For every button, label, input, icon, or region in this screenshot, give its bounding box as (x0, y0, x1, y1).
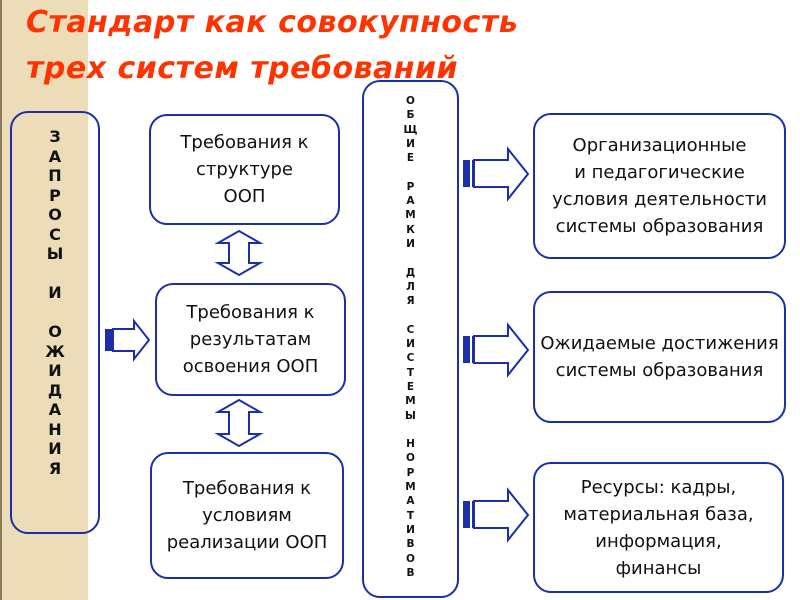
conditions-requirements-box: Требования к условиям реализации ООП (150, 452, 344, 579)
general-framework-label: О Б Щ И Е Р А М К И Д Л Я С И С Т Е М Ы … (403, 95, 418, 579)
expected-achievements-text: Ожидаемые достижения системы образования (540, 333, 779, 381)
requests-expectations-box: З А П Р О С Ы И О Ж И Д А Н И Я (10, 111, 100, 534)
general-framework-box: О Б Щ И Е Р А М К И Д Л Я С И С Т Е М Ы … (362, 80, 459, 598)
right-arrow-icon (105, 318, 151, 362)
results-requirements-box: Требования к результатам освоения ООП (155, 283, 346, 396)
right-arrow-icon (463, 322, 530, 378)
organizational-conditions-box: Организационные и педагогические условия… (533, 113, 786, 259)
resources-box: Ресурсы: кадры, материальная база, инфор… (533, 462, 784, 593)
structure-requirements-text: Требования к структуре ООП (180, 132, 309, 207)
side-strip (0, 0, 88, 600)
organizational-conditions-text: Организационные и педагогические условия… (552, 135, 767, 237)
structure-requirements-box: Требования к структуре ООП (149, 114, 340, 225)
title-line-1: Стандарт как совокупность (26, 5, 519, 40)
resources-text: Ресурсы: кадры, материальная база, инфор… (563, 476, 754, 579)
requests-expectations-label: З А П Р О С Ы И О Ж И Д А Н И Я (45, 127, 65, 478)
right-arrow-icon (463, 146, 530, 202)
results-requirements-text: Требования к результатам освоения ООП (182, 302, 319, 377)
slide-title: Стандарт как совокупность трех систем тр… (26, 0, 518, 92)
double-arrow-icon (214, 398, 264, 448)
double-arrow-icon (214, 229, 264, 277)
right-arrow-icon (463, 487, 530, 543)
conditions-requirements-text: Требования к условиям реализации ООП (166, 478, 328, 553)
expected-achievements-box: Ожидаемые достижения системы образования (533, 291, 786, 423)
